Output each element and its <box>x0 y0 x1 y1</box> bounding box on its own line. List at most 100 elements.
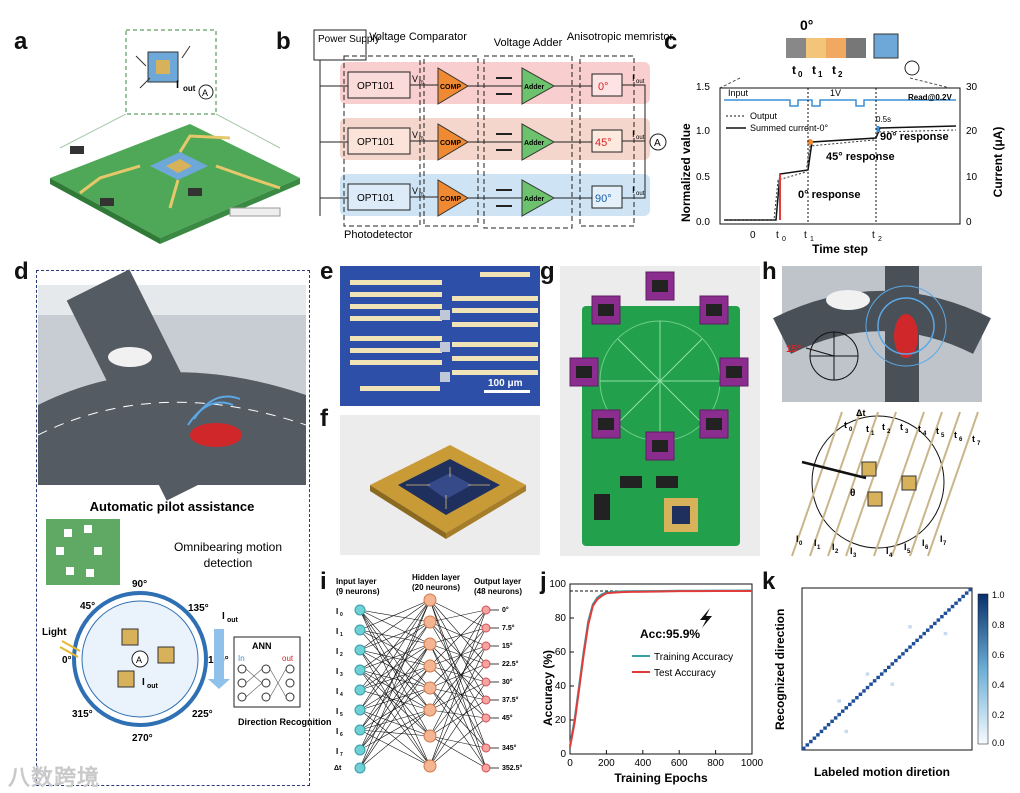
k-diag-cell <box>819 729 824 734</box>
j-xlabel: Training Epochs <box>614 771 708 785</box>
k-diag-cell <box>890 662 895 666</box>
svg-text:15°: 15° <box>786 344 801 355</box>
svg-text:Adder: Adder <box>524 84 545 91</box>
svg-text:t: t <box>900 422 903 432</box>
svg-text:1.0: 1.0 <box>992 590 1005 600</box>
d-title: Automatic pilot assistance <box>90 499 255 514</box>
k-diag-cell <box>844 706 849 710</box>
k-diag-cell <box>968 588 972 592</box>
input-neuron <box>354 644 366 656</box>
svg-text:θ: θ <box>850 488 855 499</box>
svg-text:I: I <box>336 747 338 756</box>
svg-text:t: t <box>882 422 885 432</box>
svg-text:I: I <box>336 687 338 696</box>
svg-text:22.5°: 22.5° <box>502 660 519 668</box>
h-ring <box>811 415 945 549</box>
svg-text:(20 neurons): (20 neurons) <box>412 583 460 592</box>
power-supply-label: Power Supply <box>318 34 380 45</box>
svg-text:t: t <box>776 230 779 241</box>
svg-text:Summed current-0°: Summed current-0° <box>750 123 829 133</box>
photodetector-label: Photodetector <box>344 229 413 241</box>
hidden-neuron <box>423 729 437 743</box>
hidden-neuron <box>423 703 437 717</box>
c-input-waveform <box>724 99 956 107</box>
svg-text:I: I <box>632 185 635 195</box>
svg-text:COMP: COMP <box>440 140 461 147</box>
panel-i-network: Input layer (9 neurons) Hidden layer (20… <box>334 573 523 774</box>
svg-text:37.5°: 37.5° <box>502 696 519 704</box>
j-legend-test: Test Accuracy <box>654 668 716 679</box>
svg-text:OPT101: OPT101 <box>357 137 395 148</box>
ammeter-icon <box>649 133 667 151</box>
svg-text:30°: 30° <box>502 678 513 686</box>
svg-text:I: I <box>222 611 225 622</box>
svg-text:1: 1 <box>817 545 821 551</box>
k-diag-cell <box>915 638 919 643</box>
svg-text:t: t <box>844 420 847 430</box>
c-xlabel: Time step <box>812 242 868 256</box>
pcb-board <box>50 124 300 238</box>
svg-text:out: out <box>282 654 294 663</box>
output-neuron <box>481 677 491 687</box>
j-arrow-icon <box>700 608 712 628</box>
row-0: OPT101 COMP Adder 0° <box>340 62 650 105</box>
svg-text:0.4: 0.4 <box>992 680 1005 690</box>
inset-box <box>125 29 217 115</box>
svg-text:0°: 0° <box>598 81 609 93</box>
svg-text:45°: 45° <box>502 714 513 722</box>
row-2: OPT101 COMP Adder 90° <box>340 174 650 217</box>
svg-text:I: I <box>814 538 817 548</box>
svg-text:I: I <box>904 542 907 552</box>
svg-text:t: t <box>872 230 875 241</box>
k-xlabel: Labeled motion diretion <box>814 765 950 779</box>
svg-text:Δt: Δt <box>856 408 865 418</box>
k-offdiag-cell <box>908 625 912 629</box>
svg-text:10: 10 <box>966 172 978 183</box>
hidden-neuron <box>423 681 437 695</box>
c-ylabel-left: Normalized value <box>679 123 693 222</box>
svg-text:90°: 90° <box>595 193 612 205</box>
j-ylabel: Accuracy (%) <box>541 650 555 726</box>
svg-text:V: V <box>412 186 418 196</box>
k-ylabel: Recognized direction <box>773 609 787 730</box>
k-diag-cell <box>883 669 887 673</box>
svg-text:out: out <box>183 84 196 93</box>
panel-label-a: a <box>14 28 28 55</box>
sensor-modules <box>569 271 749 461</box>
svg-text:45° response: 45° response <box>826 151 895 163</box>
panel-e-micrograph: 100 μm <box>340 266 540 406</box>
output-neuron <box>481 763 491 773</box>
hidden-neuron <box>423 659 437 673</box>
svg-text:I: I <box>336 627 338 636</box>
svg-text:4: 4 <box>340 692 343 698</box>
j-ytick: 0 <box>560 749 566 760</box>
svg-text:6: 6 <box>340 732 343 738</box>
k-offdiag-cell <box>943 631 948 636</box>
svg-text:1: 1 <box>818 70 823 79</box>
panel-label-h: h <box>762 258 777 285</box>
k-diag-cell <box>840 709 845 713</box>
k-diag-cell <box>961 594 965 599</box>
svg-text:1: 1 <box>871 431 875 437</box>
svg-text:2: 2 <box>340 652 343 658</box>
k-diag-cell <box>933 621 937 626</box>
j-legend-train: Training Accuracy <box>654 652 733 663</box>
svg-text:135°: 135° <box>188 603 209 614</box>
svg-text:Adder: Adder <box>524 140 545 147</box>
svg-text:In: In <box>238 654 245 663</box>
svg-text:out: out <box>636 79 645 85</box>
svg-text:out: out <box>636 135 645 141</box>
svg-text:270°: 270° <box>132 733 153 744</box>
svg-text:in: in <box>419 192 424 198</box>
adder-title: Voltage Adder <box>494 37 563 49</box>
svg-text:0.0: 0.0 <box>696 217 710 228</box>
svg-text:I: I <box>336 607 338 616</box>
k-offdiag-cell <box>837 699 841 703</box>
panel-label-i: i <box>320 568 327 595</box>
panel-label-c: c <box>664 28 678 55</box>
k-diag-cell <box>911 642 916 646</box>
k-diag-cell <box>940 615 944 619</box>
svg-text:0.8: 0.8 <box>992 620 1005 630</box>
